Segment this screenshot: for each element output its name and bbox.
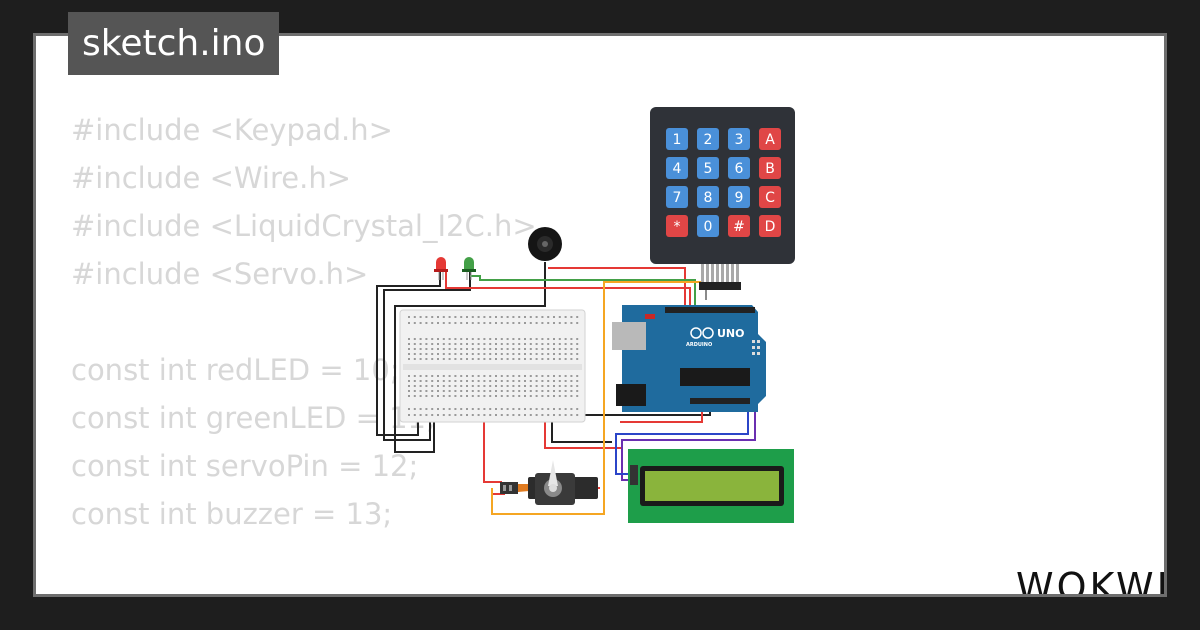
keypad-key-label: 4 [673, 161, 682, 177]
keypad-key-label: 6 [735, 161, 744, 177]
keypad-key-label: 3 [735, 132, 744, 148]
code-line: LiquidCrystal_I2C lcd(0x27, 16, 2); [71, 586, 571, 594]
keypad-key-label: A [765, 132, 775, 148]
keypad-pin [711, 264, 714, 290]
green-led-icon[interactable] [462, 257, 476, 280]
wire-black [394, 262, 546, 453]
wire-black [551, 420, 612, 443]
keypad-key-label: 8 [704, 190, 713, 206]
code-line: #include <Keypad.h> [71, 113, 393, 147]
keypad-key[interactable]: 8 [697, 186, 719, 208]
code-line: #include <LiquidCrystal_I2C.h> [71, 209, 537, 243]
keypad-key-label: C [765, 190, 775, 206]
keypad-key[interactable]: 5 [697, 157, 719, 179]
wire-blue [615, 410, 749, 475]
wire-red [548, 267, 686, 305]
keypad[interactable]: 1 2 3 A 4 5 6 B 7 8 9 C * 0 # D [650, 107, 795, 290]
keypad-key[interactable]: 1 [666, 128, 688, 150]
servo-icon[interactable] [500, 460, 598, 505]
keypad-pin [701, 264, 704, 290]
keypad-pin [721, 264, 724, 290]
code-line: #include <Servo.h> [71, 257, 369, 291]
keypad-key-label: B [765, 161, 775, 177]
keypad-key-label: # [733, 219, 745, 235]
keypad-key[interactable]: 4 [666, 157, 688, 179]
keypad-key-label: D [765, 219, 776, 235]
wires [376, 262, 756, 515]
lcd-display[interactable] [628, 449, 794, 523]
keypad-pin [716, 264, 719, 290]
keypad-key[interactable]: 2 [697, 128, 719, 150]
keypad-key[interactable]: B [759, 157, 781, 179]
arduino-brand-label: UNO [717, 327, 745, 340]
code-line: const int buzzer = 13; [71, 497, 393, 531]
keypad-key-label: 7 [673, 190, 682, 206]
keypad-key[interactable]: 9 [728, 186, 750, 208]
code-line: const int servoPin = 12; [71, 449, 419, 483]
keypad-key[interactable]: # [728, 215, 750, 237]
keypad-pin [726, 264, 729, 290]
keypad-pin [731, 264, 734, 290]
keypad-key-label: * [674, 219, 681, 235]
wire-purple [621, 410, 756, 481]
code-line: const int greenLED = 11; [71, 401, 436, 435]
wokwi-logo: WOKWI [1016, 566, 1167, 597]
wokwi-logo-text: WOKWI [1016, 566, 1167, 597]
keypad-key[interactable]: 7 [666, 186, 688, 208]
keypad-pin [706, 264, 709, 290]
keypad-key[interactable]: C [759, 186, 781, 208]
keypad-key[interactable]: A [759, 128, 781, 150]
keypad-key[interactable]: 6 [728, 157, 750, 179]
keypad-key-label: 1 [673, 132, 682, 148]
keypad-key[interactable]: 0 [697, 215, 719, 237]
keypad-key[interactable]: * [666, 215, 688, 237]
code-preview: #include <Keypad.h> #include <Wire.h> #inc… [71, 106, 571, 594]
keypad-key[interactable]: 3 [728, 128, 750, 150]
filename-tab[interactable]: sketch.ino [68, 12, 280, 75]
arduino-maker-label: ARDUINO [686, 342, 712, 348]
wire-black [376, 272, 441, 436]
arduino-uno[interactable]: UNO ARDUINO [612, 305, 766, 412]
keypad-key-label: 2 [704, 132, 713, 148]
keypad-key-label: 0 [704, 219, 713, 235]
wire-red [445, 272, 691, 305]
keypad-key-label: 5 [704, 161, 713, 177]
keypad-key[interactable]: D [759, 215, 781, 237]
keypad-header [699, 282, 741, 290]
circuit-diagram: 1 2 3 A 4 5 6 B 7 8 9 C * 0 # D UNO ARDUINO [376, 107, 795, 523]
buzzer-icon[interactable] [528, 227, 562, 261]
breadboard [399, 309, 586, 423]
keypad-key-label: 9 [735, 190, 744, 206]
red-led-icon[interactable] [434, 257, 448, 280]
sketch-preview-card: #include <Keypad.h> #include <Wire.h> #inc… [33, 33, 1167, 597]
wire-red [483, 415, 502, 483]
code-line: #include <Wire.h> [71, 161, 352, 195]
wire-green [470, 275, 696, 305]
keypad-pin [736, 264, 739, 290]
